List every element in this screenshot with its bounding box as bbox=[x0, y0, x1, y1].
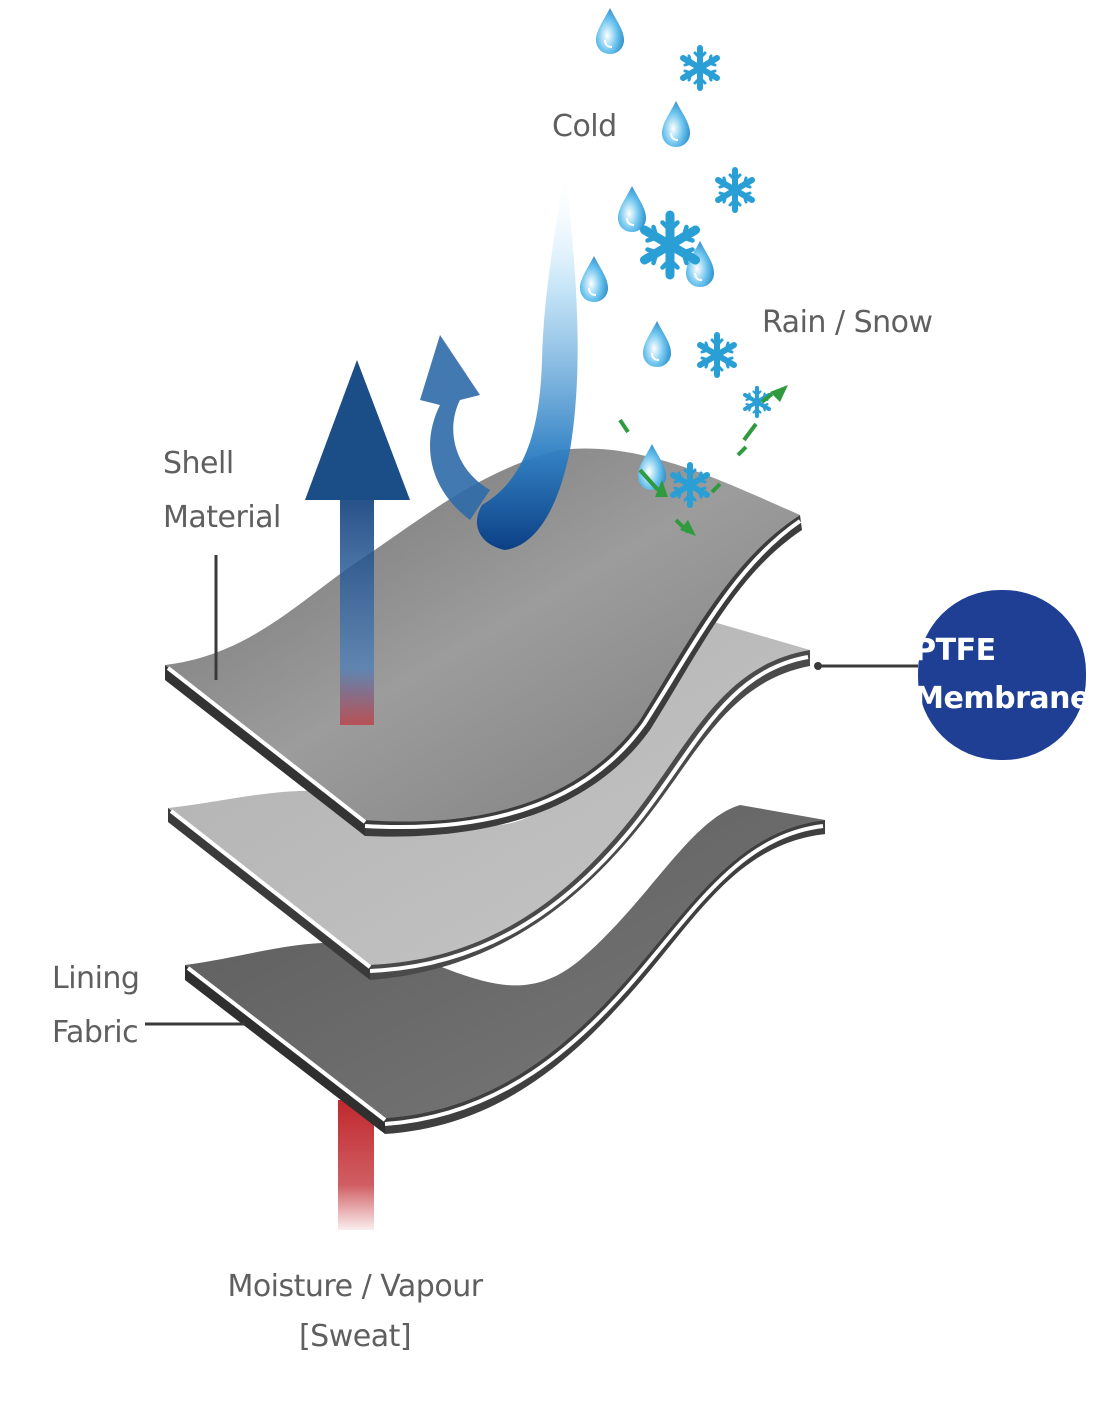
cold-label: Cold bbox=[552, 108, 617, 146]
shell-label-line2: Material bbox=[163, 499, 281, 535]
rain-snow-label-text: Rain / Snow bbox=[762, 305, 933, 340]
shell-label-line1: Shell bbox=[163, 446, 234, 481]
snowflake-icon bbox=[700, 335, 734, 375]
snowflake-icon bbox=[683, 48, 717, 88]
ptfe-label-line2: Membrane bbox=[914, 681, 1090, 716]
shell-material-layer bbox=[165, 448, 802, 837]
vapour-column-bottom bbox=[338, 1100, 374, 1230]
lining-fabric-label: Lining Fabric bbox=[52, 960, 140, 1051]
lining-fabric-layer bbox=[185, 805, 825, 1134]
ptfe-label-line1: PTFE bbox=[914, 632, 996, 668]
raindrop-icon bbox=[642, 320, 672, 368]
moisture-vapour-label: Moisture / Vapour [Sweat] bbox=[225, 1268, 485, 1355]
snowflake-icon bbox=[718, 170, 752, 210]
raindrop-icon bbox=[661, 100, 691, 148]
cold-label-text: Cold bbox=[552, 109, 617, 144]
lining-label-line2: Fabric bbox=[52, 1014, 139, 1050]
raindrop-icon bbox=[595, 7, 625, 55]
shell-material-label: Shell Material bbox=[163, 445, 281, 536]
raindrop-icon bbox=[617, 185, 647, 233]
vapour-escape-arrow-straight bbox=[305, 360, 410, 725]
rain-snow-label: Rain / Snow bbox=[762, 304, 933, 342]
vapour-escape-arrow-curved bbox=[420, 335, 490, 520]
deflected-drop-arrow-icon bbox=[618, 385, 788, 536]
raindrop-icon bbox=[579, 255, 609, 303]
lining-label-line1: Lining bbox=[52, 961, 140, 996]
ptfe-membrane-label: PTFE Membrane bbox=[914, 631, 1090, 720]
ptfe-membrane-badge: PTFE Membrane bbox=[914, 590, 1090, 760]
cold-air-arrow bbox=[476, 165, 578, 550]
moisture-label-line1: Moisture / Vapour bbox=[227, 1269, 483, 1304]
snowflake-icon bbox=[745, 388, 769, 416]
moisture-label-line2: [Sweat] bbox=[298, 1318, 412, 1354]
